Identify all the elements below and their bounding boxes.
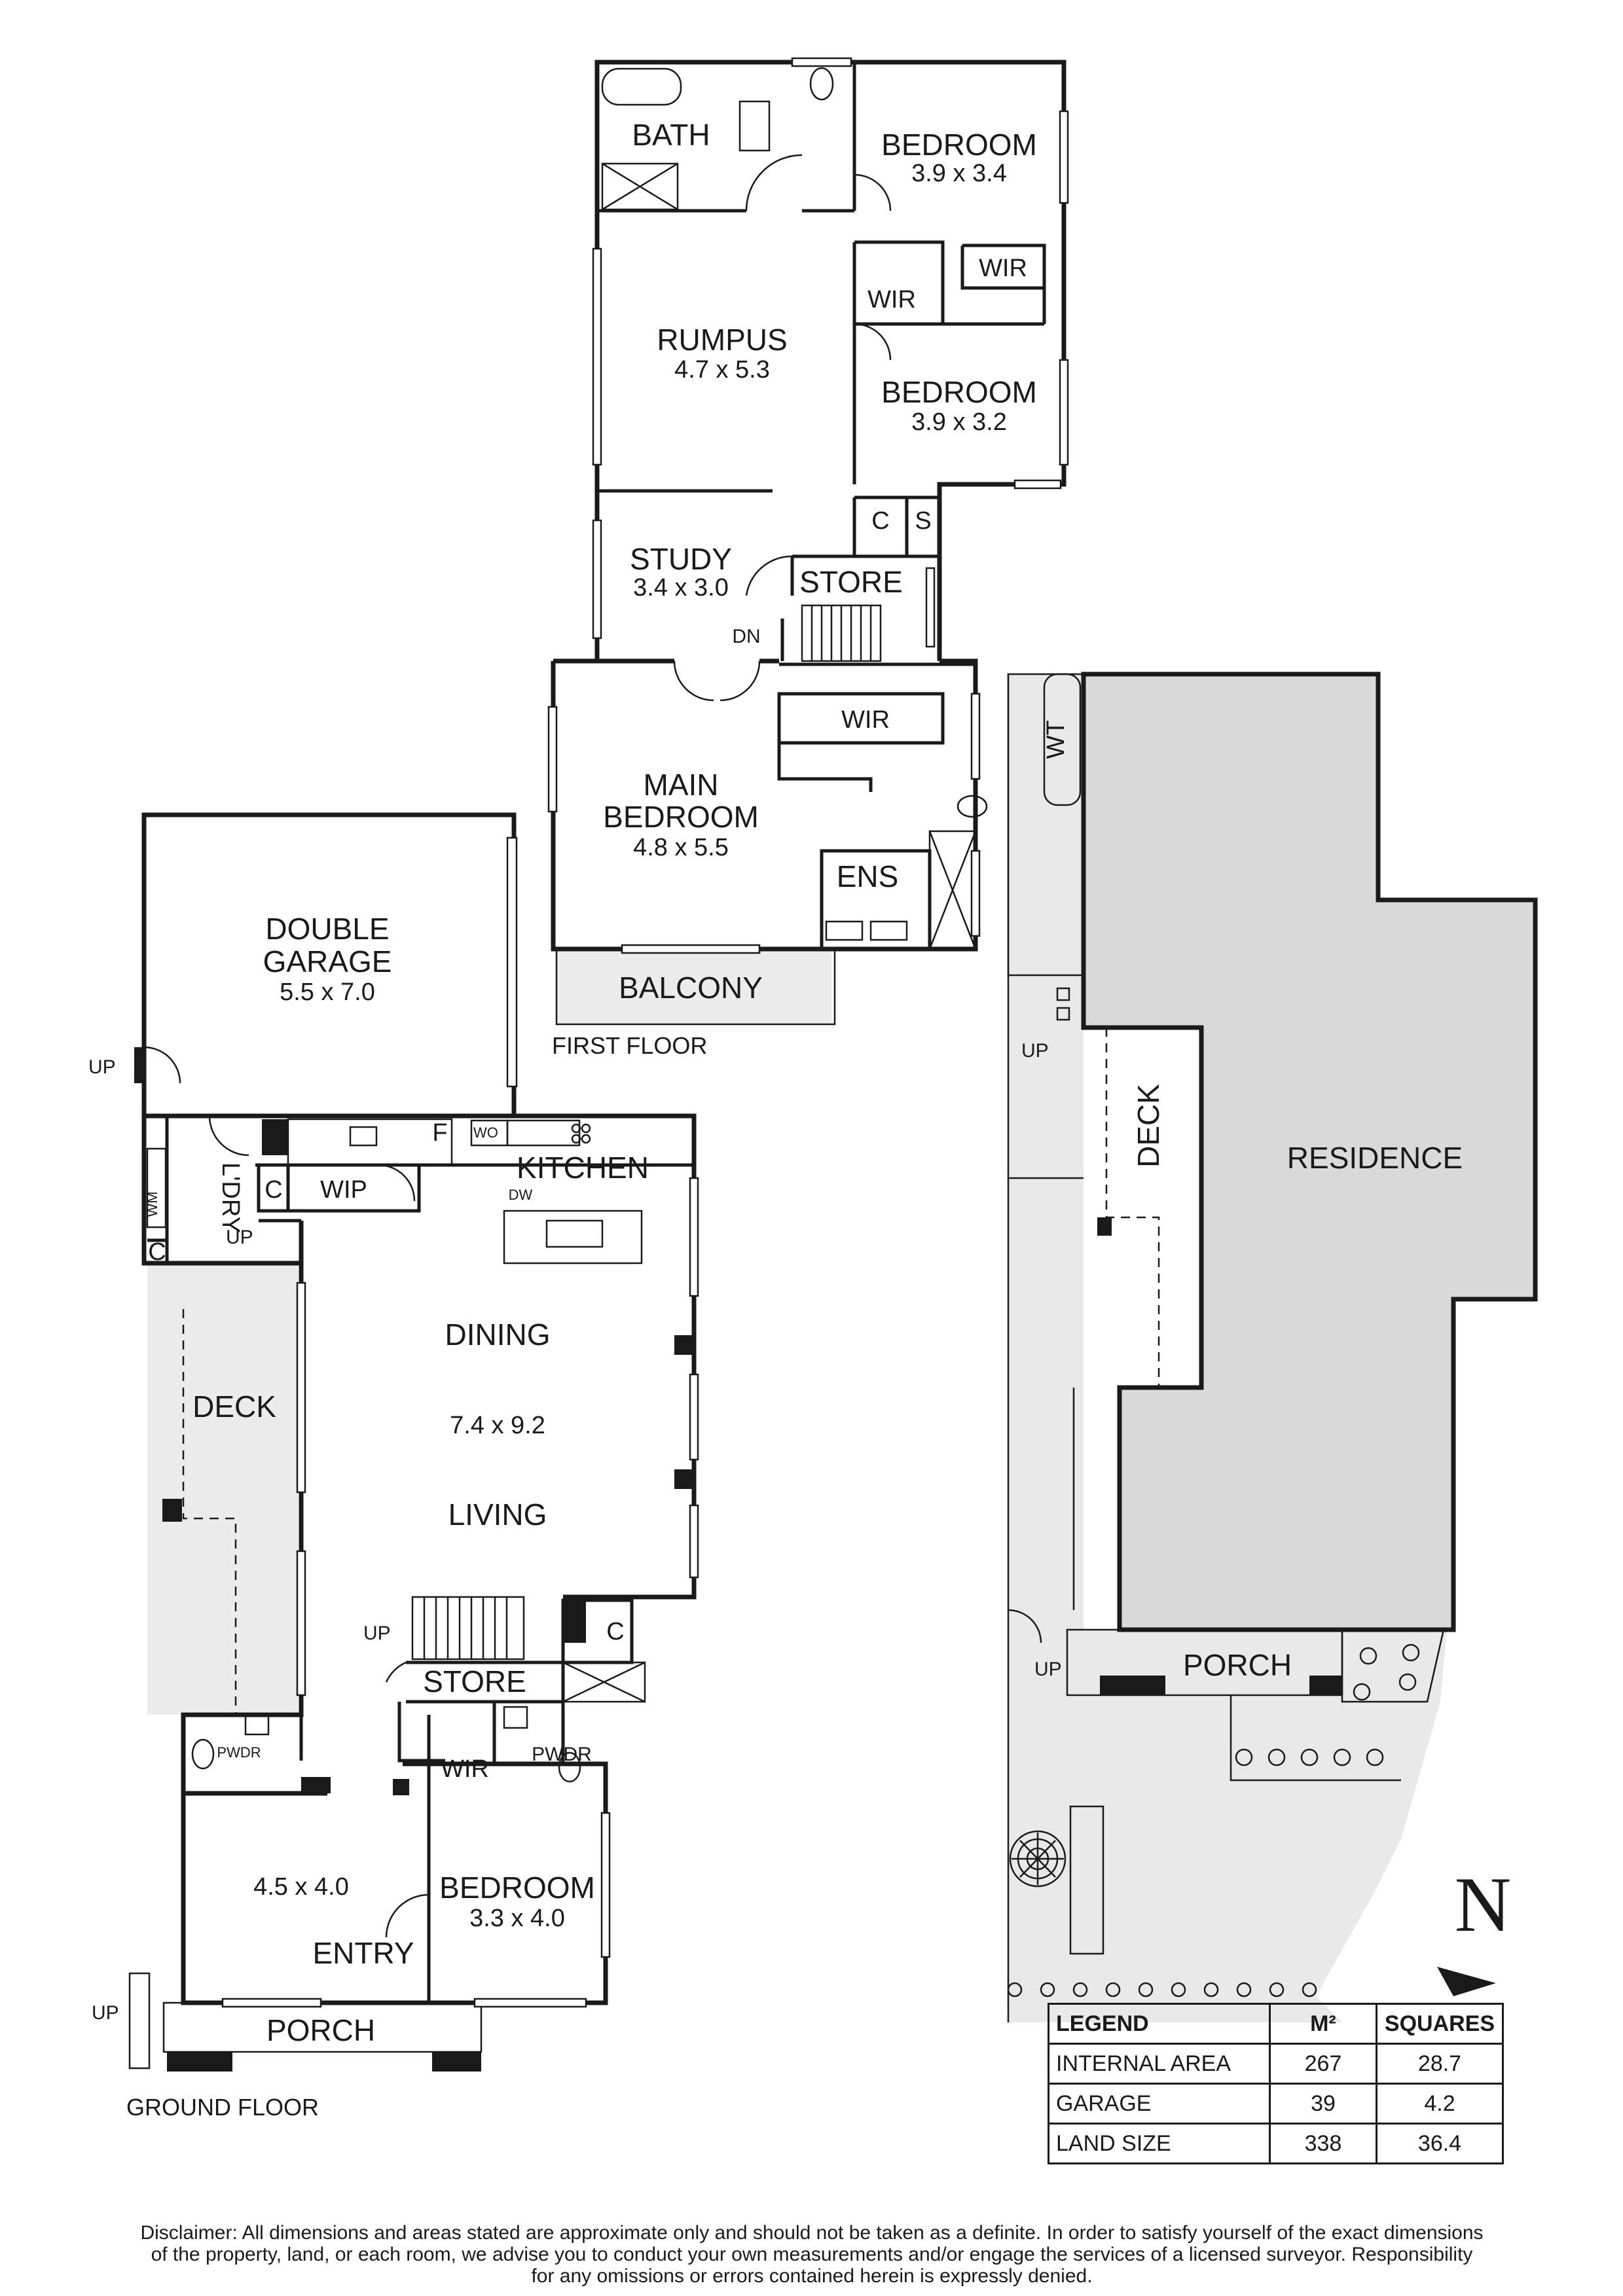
wall-oven-label: WO xyxy=(473,1124,498,1141)
bedroom-2-label: BEDROOM xyxy=(881,375,1037,409)
main-bedroom-dims: 4.8 x 5.5 xyxy=(633,834,729,861)
porch-label: PORCH xyxy=(266,2013,375,2047)
ensuite-label: ENS xyxy=(837,859,899,893)
deck-label: DECK xyxy=(1131,1084,1165,1168)
first-floor-plan: BATH BEDROOM 3.9 x 3.4 WIR WIR RUMPUS 4.… xyxy=(547,57,1069,1059)
rumpus-dims: 4.7 x 5.3 xyxy=(674,356,770,384)
up-arrow-label: UP xyxy=(1034,1659,1062,1680)
bedroom-label: BEDROOM xyxy=(439,1871,595,1905)
residence-label: RESIDENCE xyxy=(1287,1141,1463,1175)
main-bedroom-label: BEDROOM xyxy=(603,800,759,834)
entry-label: ENTRY xyxy=(312,1936,414,1970)
main-wir-label: WIR xyxy=(841,706,890,734)
bedroom-1-label: BEDROOM xyxy=(881,128,1037,162)
table-row: GARAGE 39 4.2 xyxy=(1048,2083,1504,2125)
bedroom-2-dims: 3.9 x 3.2 xyxy=(911,408,1007,436)
study-label: STUDY xyxy=(630,542,732,576)
legend-row-squares: 28.7 xyxy=(1376,2043,1504,2085)
legend-header: M² xyxy=(1269,2003,1377,2045)
ground-floor-label: GROUND FLOOR xyxy=(126,2094,319,2121)
wir-label: WIR xyxy=(979,255,1027,282)
legend-row-label: LAND SIZE xyxy=(1048,2123,1271,2164)
pantry-label: WIP xyxy=(320,1176,367,1204)
wir-label: WIR xyxy=(867,286,916,314)
powder-room-label: PWDR xyxy=(217,1744,261,1761)
down-stairs-label: DN xyxy=(732,626,760,647)
north-arrow-icon xyxy=(1437,1967,1496,1996)
rumpus-label: RUMPUS xyxy=(657,323,787,357)
legend-header-row: LEGEND M² SQUARES xyxy=(1048,2003,1504,2045)
up-arrow-label: UP xyxy=(226,1227,253,1248)
dining-living-dims: 7.4 x 9.2 xyxy=(450,1412,545,1439)
north-letter: N xyxy=(1455,1861,1512,1948)
balcony-label: BALCONY xyxy=(619,971,763,1005)
disclaimer-line: of the property, land, or each room, we … xyxy=(151,2244,1473,2265)
kitchen-label: KITCHEN xyxy=(517,1151,649,1185)
site-plan: WT UP DECK RESIDENCE UP PORCH xyxy=(1007,672,1538,2022)
bedroom-dims: 3.3 x 4.0 xyxy=(469,1905,565,1932)
up-arrow-label: UP xyxy=(92,2002,119,2024)
cupboard-label: C xyxy=(871,507,889,535)
front-room-dims: 4.5 x 4.0 xyxy=(253,1873,349,1901)
area-legend-table: LEGEND M² SQUARES INTERNAL AREA 267 28.7… xyxy=(1048,2003,1504,2164)
cupboard-label: C xyxy=(264,1176,282,1204)
main-bedroom-label: MAIN xyxy=(644,768,719,802)
first-floor-label: FIRST FLOOR xyxy=(552,1032,707,1059)
water-tank-label: WT xyxy=(1042,720,1070,759)
legend-row-squares: 36.4 xyxy=(1376,2123,1504,2164)
disclaimer: Disclaimer: All dimensions and areas sta… xyxy=(26,2222,1597,2287)
legend-row-squares: 4.2 xyxy=(1376,2083,1504,2125)
up-arrow-label: UP xyxy=(363,1623,391,1644)
legend-header: LEGEND xyxy=(1048,2003,1271,2045)
legend-row-label: GARAGE xyxy=(1048,2083,1271,2125)
storage-label: S xyxy=(915,507,931,535)
disclaimer-line: for any omissions or errors contained he… xyxy=(531,2265,1093,2287)
legend-row-label: INTERNAL AREA xyxy=(1048,2043,1271,2085)
powder-room-label: PWDR xyxy=(532,1744,592,1765)
ground-floor-plan: DOUBLE GARAGE 5.5 x 7.0 UP F WO KITCHEN … xyxy=(88,812,699,2121)
store-label: STORE xyxy=(799,565,903,599)
laundry-label: L'DRY xyxy=(217,1162,244,1233)
washing-machine-label: WM xyxy=(144,1191,160,1217)
cupboard-label: C xyxy=(148,1238,166,1266)
north-compass: N xyxy=(1437,1861,1511,1996)
garage-label: GARAGE xyxy=(263,944,392,978)
store-label: STORE xyxy=(423,1664,526,1698)
legend-row-m2: 338 xyxy=(1269,2123,1377,2164)
legend-row-m2: 39 xyxy=(1269,2083,1377,2125)
wir-label: WIR xyxy=(441,1755,489,1783)
bath-label: BATH xyxy=(632,118,710,152)
table-row: INTERNAL AREA 267 28.7 xyxy=(1048,2043,1504,2085)
legend-row-m2: 267 xyxy=(1269,2043,1377,2085)
up-arrow-label: UP xyxy=(1021,1040,1049,1062)
bedroom-1-dims: 3.9 x 3.4 xyxy=(911,160,1007,187)
garage-dims: 5.5 x 7.0 xyxy=(280,978,375,1006)
dining-label: DINING xyxy=(445,1318,551,1352)
dishwasher-label: DW xyxy=(509,1187,533,1203)
living-label: LIVING xyxy=(448,1498,547,1532)
cupboard-label: C xyxy=(606,1618,624,1645)
fridge-label: F xyxy=(432,1119,447,1147)
deck-label: DECK xyxy=(192,1390,276,1424)
disclaimer-line: Disclaimer: All dimensions and areas sta… xyxy=(140,2222,1484,2244)
up-arrow-label: UP xyxy=(88,1056,116,1078)
table-row: LAND SIZE 338 36.4 xyxy=(1048,2123,1504,2164)
study-dims: 3.4 x 3.0 xyxy=(633,574,729,601)
legend-header: SQUARES xyxy=(1376,2003,1504,2045)
garage-label: DOUBLE xyxy=(265,912,389,946)
porch-label: PORCH xyxy=(1183,1648,1292,1682)
